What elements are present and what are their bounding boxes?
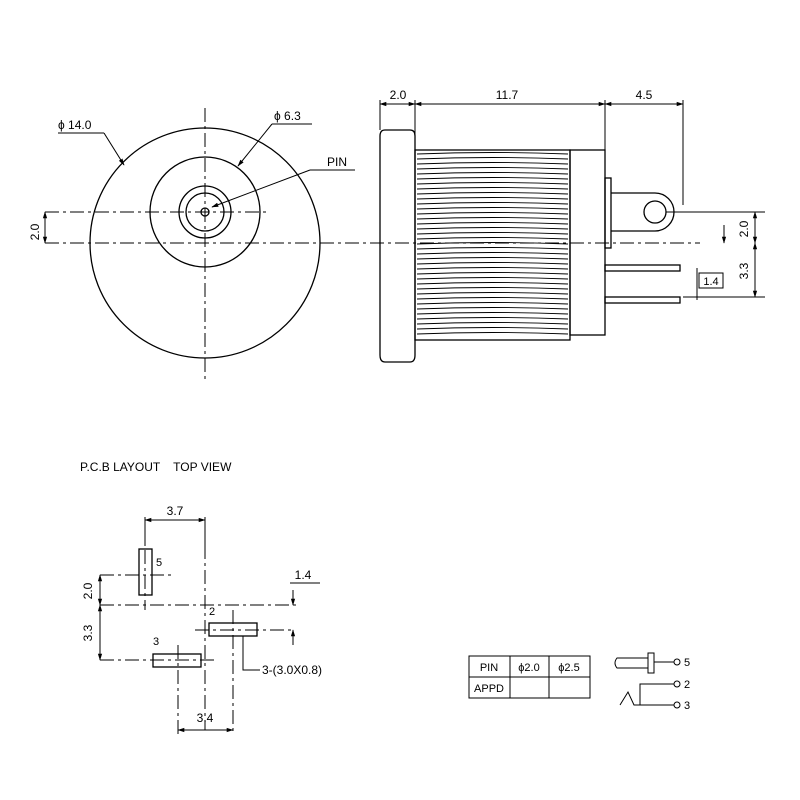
jack-schematic: 5 2 3 [614,652,690,712]
thread-line [416,252,569,255]
thread-line [416,177,569,180]
offset-dim-label: 2.0 [28,223,42,240]
thread-line [416,282,569,285]
pin-spacing-dim-label: 3.3 [737,262,751,279]
pad-5-label: 5 [156,557,162,569]
pad-5 [138,548,153,596]
pin-len-box [698,272,724,289]
pin-leader [211,169,311,208]
thread-line [416,242,569,245]
thread-line [416,262,569,265]
thread-line [416,167,569,170]
schematic-pin [614,657,649,669]
schematic-label-5: 5 [684,657,690,669]
thread-line [416,152,569,155]
pin-len-label: 1.4 [703,276,718,288]
thread-line [416,312,569,315]
thread-line [416,327,569,330]
outer-dia-leader [103,132,125,166]
body-dim-label: 11.7 [496,88,519,102]
thread-line [416,332,569,335]
schematic-label-3: 3 [684,700,690,712]
outer-dia-label: ϕ 14.0 [58,118,92,132]
thread-line [416,227,569,230]
schematic-label-2: 2 [684,679,690,691]
thread-line [416,197,569,200]
thread-line [416,287,569,290]
mounting-tab [611,192,675,232]
thread-line [416,317,569,320]
thread-line [416,157,569,160]
thread-line [416,267,569,270]
thread-line [416,217,569,220]
schematic-terminal-3 [673,701,681,709]
pcb-title: P.C.B LAYOUT TOP VIEW [80,460,232,474]
tab-hole [643,200,667,224]
pad-note-leader [242,636,260,671]
pin-upper [604,264,681,272]
thread-line [416,292,569,295]
thread-line [416,182,569,185]
thread-line [416,222,569,225]
thread-line [416,272,569,275]
inner-dia-leader [237,123,273,167]
pad-2-label: 2 [209,606,215,618]
thread-line [416,247,569,250]
thread-line [416,162,569,165]
schematic-terminal-2 [673,680,681,688]
thread-line [416,297,569,300]
pcb-bottom-dim-label: 3.4 [197,711,214,725]
rear-step [604,177,612,249]
inner-dia-label: ϕ 6.3 [274,109,301,123]
pin-table: PIN ϕ2.0 ϕ2.5 APPD [468,655,591,699]
thread-line [416,302,569,305]
pad-2 [208,622,258,637]
pad-3 [152,653,202,668]
pcb-layout: P.C.B LAYOUT TOP VIEW 5 2 3 3.7 2.0 3.3 … [80,460,322,735]
side-view: 2.0 11.7 4.5 2.0 3.3 1.4 [379,88,765,363]
front-view: 2.0 ϕ 14.0 ϕ 6.3 PIN [28,108,700,380]
pad-3-label: 3 [153,636,159,648]
schematic-terminal-5 [673,658,681,666]
thread-line [416,202,569,205]
thread-line [416,172,569,175]
table-header-d20: ϕ2.0 [518,662,539,674]
thread-line [416,207,569,210]
schematic-pin-flange [647,652,655,674]
table-header-d25: ϕ2.5 [558,662,579,674]
pin-label: PIN [327,155,347,169]
thread-line [416,277,569,280]
thread-line [416,322,569,325]
table-header-pin: PIN [480,662,498,674]
pin-lower [604,296,681,304]
thread-lines [416,152,569,335]
schematic-line-2 [639,683,674,705]
pcb-top-dim-label: 3.7 [167,504,184,518]
thread-line [416,232,569,235]
pcb-left-lower-dim-label: 3.3 [81,624,95,641]
thread-line [416,307,569,310]
tab-dim-label: 4.5 [636,88,653,102]
pad-note-label: 3-(3.0X0.8) [262,663,322,677]
thread-line [416,187,569,190]
flange [379,129,416,363]
table-row-label: APPD [474,683,504,695]
thread-line [416,212,569,215]
pcb-right-dim-label: 1.4 [295,568,312,582]
thread-line [416,257,569,260]
flange-dim-label: 2.0 [390,88,407,102]
thread-line [416,192,569,195]
schematic-line-3 [619,690,674,706]
right-offset-dim-label: 2.0 [737,220,751,237]
thread-line [416,237,569,240]
pcb-left-upper-dim-label: 2.0 [81,582,95,599]
